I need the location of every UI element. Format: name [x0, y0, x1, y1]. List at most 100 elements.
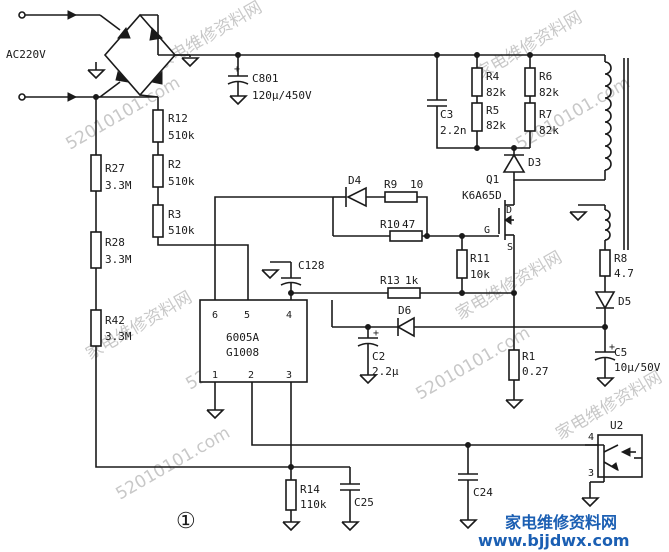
d6-ref: D6 [398, 304, 411, 317]
c2-value: 2.2μ [372, 365, 399, 378]
c801-ref: C801 [252, 72, 279, 85]
r13-ref: R13 [380, 274, 400, 287]
q1-ref: Q1 [486, 173, 499, 186]
capacitor-c24: C24 [458, 445, 493, 530]
r14-value: 110k [300, 498, 327, 511]
ic-pin1: 1 [212, 370, 218, 381]
watermark: 家电维修资料网 [153, 0, 266, 74]
watermark: 52010101.com [63, 73, 184, 154]
resistor-r8: R8 4.7 [599, 249, 634, 280]
transformer-primary [604, 55, 629, 250]
return-rail [93, 94, 159, 155]
d4-ref: D4 [348, 174, 362, 187]
r10-value: 47 [402, 218, 415, 231]
resistor-r12: R12 510k [152, 109, 195, 143]
r3-ref: R3 [168, 208, 181, 221]
site-logo-url: www.bjjdwx.com [478, 531, 630, 550]
r4-ref: R4 [486, 70, 500, 83]
c25-ref: C25 [354, 496, 374, 509]
u2-pin4: 4 [588, 432, 594, 443]
r6-value: 82k [539, 86, 559, 99]
diode-d5: D5 [594, 291, 631, 310]
watermark: 52010101.com [113, 423, 234, 504]
r6-ref: R6 [539, 70, 552, 83]
c801-value: 120μ/450V [252, 89, 312, 102]
resistor-r3: R3 510k [152, 204, 195, 238]
r13-value: 1k [405, 274, 419, 287]
r5-ref: R5 [486, 104, 499, 117]
r12-value: 510k [168, 129, 195, 142]
r2-ref: R2 [168, 158, 181, 171]
diode-d6: D6 [396, 304, 415, 338]
r7-value: 82k [539, 124, 559, 137]
r1-value: 0.27 [522, 365, 549, 378]
r11-value: 10k [470, 268, 490, 281]
capacitor-c2: + C2 2.2μ [357, 327, 399, 385]
r42-ref: R42 [105, 314, 125, 327]
q1-pin-s: S [507, 242, 513, 253]
c3-value: 2.2n [440, 124, 467, 137]
resistor-r10: R10 47 [380, 218, 423, 242]
resistor-r42: R42 3.3M [90, 309, 132, 347]
q1-value: K6A65D [462, 189, 502, 202]
capacitor-c3: C3 2.2n [427, 99, 467, 137]
c5-value: 10μ/50V [614, 361, 661, 374]
optocoupler-u2: U2 4 3 [581, 419, 643, 508]
resistor-r2: R2 510k [152, 154, 195, 188]
mosfet-q1: Q1 K6A65D D G S [462, 173, 515, 290]
d5-ref: D5 [618, 295, 631, 308]
diode-d4: D4 [345, 174, 367, 208]
r11-ref: R11 [470, 252, 490, 265]
u2-ref: U2 [610, 419, 623, 432]
c3-ref: C3 [440, 108, 453, 121]
svg-text:+: + [234, 64, 240, 75]
resistor-r11: R11 10k [456, 249, 490, 281]
watermark: 家电维修资料网 [553, 368, 666, 445]
resistor-r9: R9 10 [384, 178, 423, 203]
resistor-r28: R28 3.3M [90, 231, 132, 269]
ic-pin2: 2 [248, 370, 254, 381]
c5-ref: C5 [614, 346, 627, 359]
svg-text:+: + [373, 328, 379, 339]
site-logo-cn: 家电维修资料网 [505, 513, 617, 532]
ic-pin6: 6 [212, 310, 218, 321]
r5-value: 82k [486, 119, 506, 132]
ac-input-label: AC220V [6, 48, 46, 61]
ic-pin5: 5 [244, 310, 250, 321]
capacitor-c5: + C5 10μ/50V [594, 342, 661, 388]
r7-ref: R7 [539, 108, 552, 121]
ac-input: AC220V [6, 10, 100, 102]
auxiliary-winding [569, 204, 611, 250]
r2-value: 510k [168, 175, 195, 188]
r14-ref: R14 [300, 483, 320, 496]
r42-value: 3.3M [105, 330, 132, 343]
capacitor-c128: C128 [261, 259, 325, 286]
u2-pin3: 3 [588, 468, 594, 479]
c2-ref: C2 [372, 350, 385, 363]
r8-value: 4.7 [614, 267, 634, 280]
r28-ref: R28 [105, 236, 125, 249]
figure-number: ① [176, 509, 196, 534]
resistor-r5: R5 82k [471, 102, 506, 132]
ic-part-line2: G1008 [226, 346, 259, 359]
r10-ref: R10 [380, 218, 400, 231]
r27-ref: R27 [105, 162, 125, 175]
resistor-r7: R7 82k [524, 102, 559, 137]
resistor-r13: R13 1k [380, 274, 421, 299]
d3-ref: D3 [528, 156, 541, 169]
q1-pin-d: D [506, 205, 512, 216]
capacitor-c25: C25 [340, 467, 374, 532]
resistor-r14: R14 110k [285, 479, 327, 511]
r1-ref: R1 [522, 350, 535, 363]
svg-text:+: + [609, 342, 615, 353]
r27-value: 3.3M [105, 179, 132, 192]
resistor-r27: R27 3.3M [90, 154, 132, 192]
r12-ref: R12 [168, 112, 188, 125]
r9-value: 10 [410, 178, 423, 191]
r9-ref: R9 [384, 178, 397, 191]
r4-value: 82k [486, 86, 506, 99]
q1-pin-g: G [484, 225, 490, 236]
site-logo: 家电维修资料网 www.bjjdwx.com [478, 513, 630, 550]
ic-pin3: 3 [286, 370, 292, 381]
